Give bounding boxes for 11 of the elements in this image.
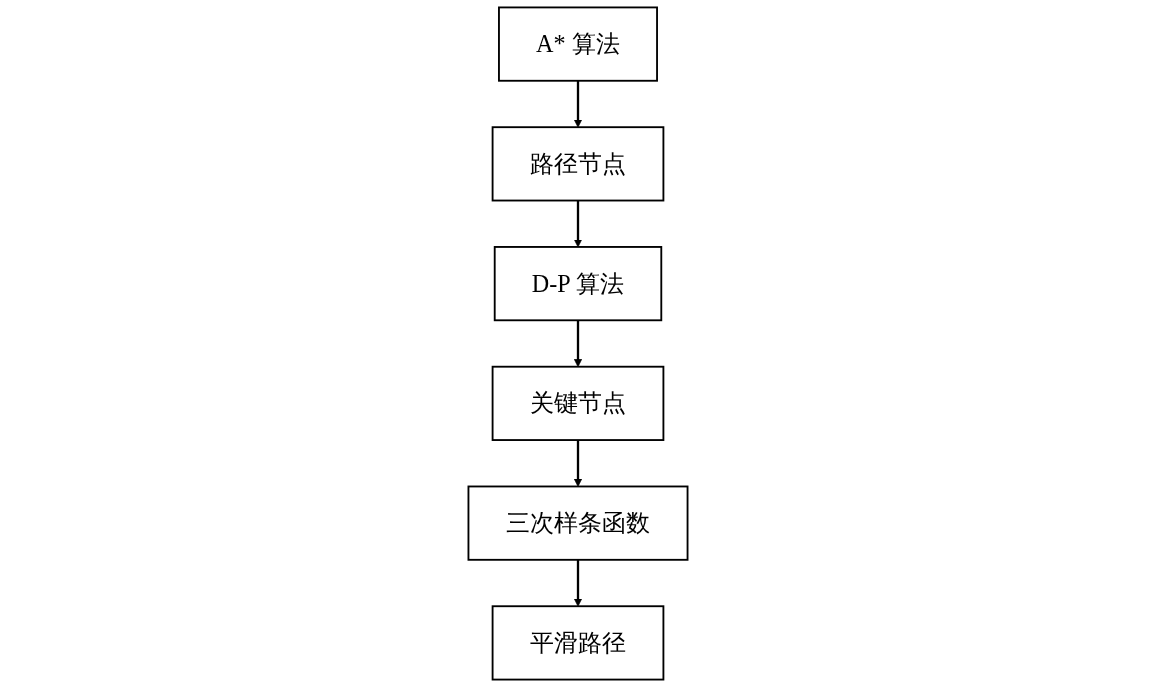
arrow	[573, 559, 583, 607]
node-box: A* 算法	[498, 6, 658, 82]
arrow	[573, 80, 583, 128]
node-box: 平滑路径	[491, 605, 665, 681]
node-box: D-P 算法	[493, 246, 663, 322]
arrow	[573, 440, 583, 487]
node-box: 三次样条函数	[467, 485, 689, 561]
node-box: 关键节点	[491, 365, 665, 441]
arrow	[573, 320, 583, 368]
node-box: 路径节点	[491, 126, 665, 202]
arrow	[573, 200, 583, 248]
